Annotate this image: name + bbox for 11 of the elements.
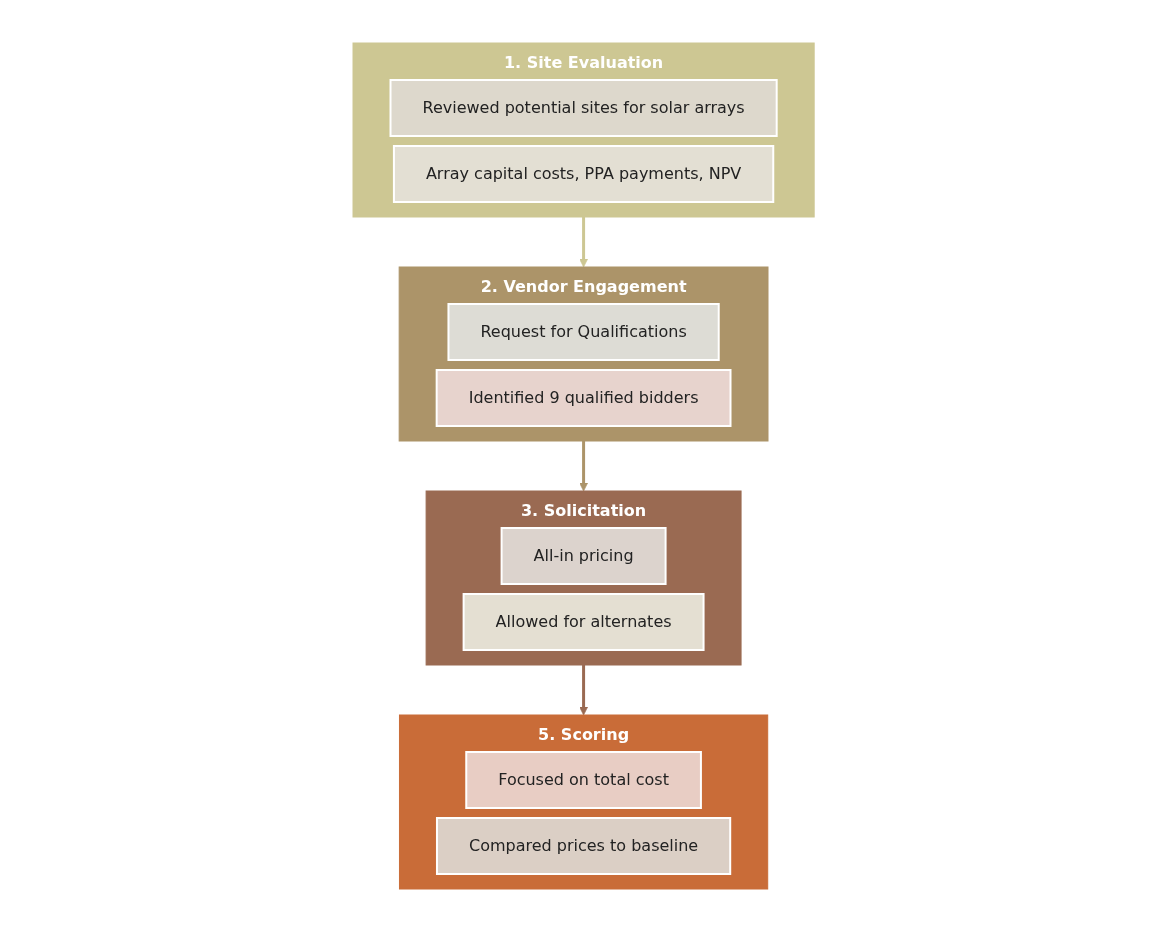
arrow [579,664,589,715]
arrow [579,216,589,267]
arrow [579,440,589,491]
node-box: Identified 9 qualified bidders [436,368,732,427]
node-box: Compared prices to baseline [436,816,732,875]
node-box: Reviewed potential sites for solar arrays [389,78,779,137]
node-box: Allowed for alternates [463,592,705,651]
node-box: Array capital costs, PPA payments, NPV [393,144,775,203]
node-box: All-in pricing [501,526,667,585]
node-box: Request for Qualifications [447,302,721,361]
node-box: Focused on total cost [465,750,703,809]
